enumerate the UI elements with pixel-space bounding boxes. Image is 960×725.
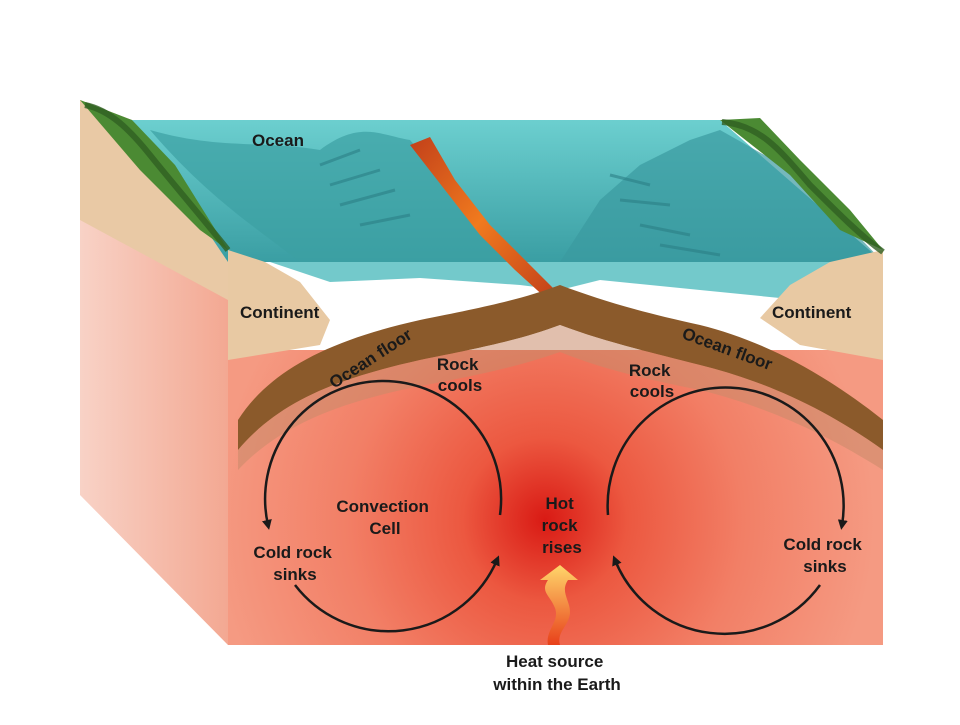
heat-rising-arrow	[540, 565, 578, 645]
right-convection-arrow	[606, 386, 848, 530]
right-convection-arrow-bottom	[612, 555, 822, 636]
ocean-terrain	[132, 120, 883, 262]
continent-left	[80, 100, 330, 360]
ocean-floor-crust	[238, 285, 883, 470]
convection-arrows	[262, 379, 848, 636]
heat-source-label: Heat source within the Earth	[492, 652, 621, 694]
convection-cell-label: Convection Cell	[336, 497, 433, 538]
cold-rock-sinks-right-label: Cold rock sinks	[783, 535, 866, 576]
left-convection-arrow	[262, 379, 503, 530]
hot-rock-rises-label: Hot rock rises	[542, 494, 583, 557]
rock-cools-left-label: Rock cools	[437, 355, 483, 395]
left-convection-arrow-bottom	[294, 555, 500, 633]
ocean-label: Ocean	[252, 131, 304, 150]
continent-right	[720, 118, 885, 360]
ocean-front-face	[228, 262, 883, 300]
continent-left-label: Continent	[240, 303, 320, 322]
continent-right-label: Continent	[772, 303, 852, 322]
mid-ocean-ridge	[410, 137, 555, 300]
rock-cools-right-label: Rock cools	[629, 361, 675, 401]
cold-rock-sinks-left-label: Cold rock sinks	[253, 543, 336, 584]
